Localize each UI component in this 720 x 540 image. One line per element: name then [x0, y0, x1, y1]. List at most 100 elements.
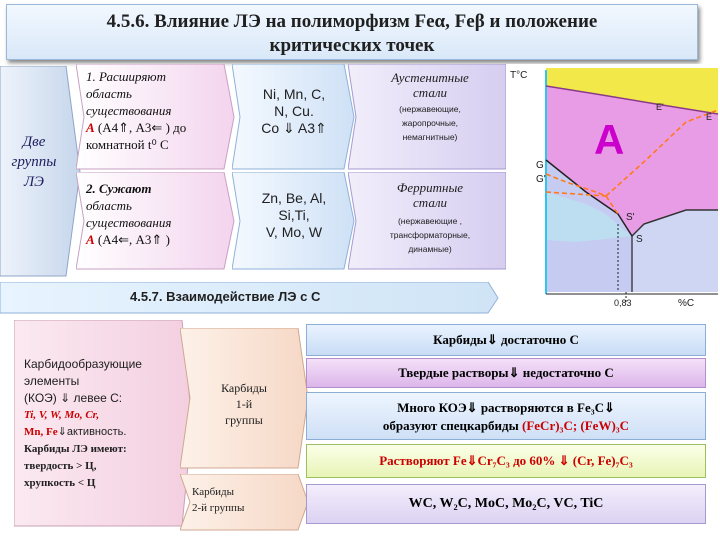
title-box: 4.5.6. Влияние ЛЭ на полиморфизм Feα, Fe… — [6, 4, 698, 60]
groups-label-line: ЛЭ — [24, 174, 44, 190]
group1-text: 1. Расширяют область существования А (А4… — [86, 68, 231, 153]
phase-diagram: T°C A E E' G G' S' S 0,83 %C — [506, 64, 720, 310]
point-et-label: E' — [656, 102, 664, 112]
solidus-line — [545, 85, 719, 115]
group2-line: (А4⇐, А3⇑ ) — [94, 232, 170, 247]
koe-line: (КОЭ) ⇓ левее С: — [24, 391, 123, 405]
group1-line: 1. Расширяют — [86, 69, 166, 84]
steel1-title: стали — [413, 85, 447, 100]
page-title-line2: критических точек — [269, 35, 435, 56]
elements1-line: Ni, Mn, C, — [262, 86, 326, 102]
steel2-text: Ферритные стали (нержавеющие , трансформ… — [360, 180, 500, 256]
group1-arrow — [76, 64, 235, 170]
steel1-desc: жаропрочные, — [401, 118, 459, 128]
bar-group2-carbides: WC, W₂C, MoC, Mo₂C, VC, TiC — [306, 484, 706, 524]
koe-line: элементы — [24, 374, 80, 388]
steel1-desc: (нержавеющие, — [399, 104, 461, 114]
bar-dissolve-text: Растворяют Fe⇓Cr₇C₃ до 60% ⇓ (Cr, Fe)₇C₃ — [379, 453, 633, 468]
group1-line: комнатной t⁰ С — [86, 137, 169, 152]
point-e-label: E — [706, 112, 712, 122]
group1-line: существования — [86, 103, 172, 118]
koe-text: Карбидообразующие элементы (КОЭ) ⇓ левее… — [24, 356, 184, 492]
carbides2-text: Карбиды 2-й группы — [192, 484, 292, 516]
line-es — [631, 209, 718, 237]
section2-title: 4.5.7. Взаимодействие ЛЭ с С — [130, 289, 321, 304]
group1-line: (А4⇑, А3⇐ ) до — [94, 120, 187, 135]
koe-line: Карбиды ЛЭ имеют: — [24, 443, 127, 455]
group2-line: 2. Сужают — [86, 181, 152, 196]
koe-line: твердость > Ц, — [24, 460, 97, 472]
speckle-region — [546, 192, 632, 242]
section2-arrow — [0, 282, 499, 314]
carbides1-line: группы — [225, 413, 263, 427]
elements1-line: N, Cu. — [274, 103, 314, 119]
steel2-desc: (нержавеющие , — [397, 216, 463, 226]
austenite-label: A — [594, 116, 624, 163]
t-axis-label: T°C — [510, 70, 527, 81]
elements2-line: Si,Ti, — [278, 207, 310, 223]
group1-line: область — [86, 86, 132, 101]
point-g2-label: G' — [536, 174, 546, 185]
elements2-arrow — [232, 172, 355, 270]
elements1-arrow — [232, 64, 355, 170]
page-title-line1: 4.5.6. Влияние ЛЭ на полиморфизм Feα, Fe… — [106, 11, 598, 32]
group2-text: 2. Сужают область существования А (А4⇐, … — [86, 180, 231, 248]
liquid-region — [546, 68, 718, 114]
koe-line: ⇓активность. — [57, 426, 127, 438]
carbides1-line: 1-й — [235, 397, 253, 411]
koe-line: Карбидообразующие — [24, 357, 142, 371]
groups-arrow — [0, 66, 81, 277]
line-gs — [545, 159, 633, 237]
bar-solid-solutions: Твердые растворы⇓ недостаточно С — [306, 358, 706, 388]
group2-line: область — [86, 198, 132, 213]
koe-elements: Ti, V, W, Mo, Cr, — [24, 409, 100, 421]
steel2-desc: динамные) — [408, 244, 452, 254]
groups-label: Две группы ЛЭ — [4, 132, 64, 192]
point-s-label: S — [636, 234, 643, 245]
bar-special-carbides-line1: Много КОЭ⇓ растворяются в Fe₃C⇓ — [397, 400, 615, 415]
bar-special-carbides-line2: образуют спецкарбиды — [382, 418, 523, 433]
elements1-line: Co ⇓ A3⇑ — [261, 120, 327, 136]
bar-group2-carbides-text: WC, W₂C, MoC, Mo₂C, VC, TiC — [408, 496, 604, 511]
point-g-label: G — [536, 160, 544, 171]
carbides1-line: Карбиды — [221, 381, 267, 395]
steel2-desc: трансформаторные, — [389, 230, 471, 240]
bar-dissolve: Растворяют Fe⇓Cr₇C₃ до 60% ⇓ (Cr, Fe)₇C₃ — [306, 444, 706, 478]
elements1-text: Ni, Mn, C, N, Cu. Co ⇓ A3⇑ — [240, 86, 348, 137]
group2-arrow — [76, 172, 235, 270]
bar-carbides-text: Карбиды⇓ достаточно С — [433, 332, 579, 347]
steel1-arrow — [348, 64, 507, 170]
carbides2-line: Карбиды — [192, 486, 235, 498]
point-st-label: S' — [626, 212, 635, 223]
steel1-desc: немагнитные) — [402, 132, 458, 142]
steel1-title: Аустенитные — [391, 70, 469, 85]
groups-label-line: группы — [11, 154, 57, 170]
carbides1-arrow — [180, 328, 309, 469]
x-tick-label: 0,83 — [614, 298, 632, 308]
steel2-title: стали — [413, 195, 447, 210]
elements2-text: Zn, Be, Al, Si,Ti, V, Mo, W — [240, 190, 348, 241]
koe-mn-fe: Mn, Fe — [24, 426, 58, 438]
austenite-letter: А — [86, 120, 95, 135]
group2-line: существования — [86, 215, 172, 230]
austenite-letter: А — [86, 232, 95, 247]
groups-label-line: Две — [22, 134, 46, 150]
elements2-line: Zn, Be, Al, — [261, 190, 327, 206]
x-unit-label: %C — [678, 298, 694, 309]
pearlite-region — [632, 210, 718, 292]
carbides2-arrow — [180, 474, 309, 531]
dashed-g-horiz — [545, 191, 607, 197]
dashed-s-shift — [605, 195, 619, 215]
steel1-text: Аустенитные стали (нержавеющие, жаропроч… — [360, 70, 500, 144]
austenite-region — [546, 86, 718, 236]
bar-solid-solutions-text: Твердые растворы⇓ недостаточно С — [398, 365, 614, 380]
elements2-line: V, Mo, W — [265, 224, 323, 240]
steel2-arrow — [348, 172, 507, 270]
steel2-title: Ферритные — [396, 180, 464, 195]
carbides2-line: 2-й группы — [192, 502, 245, 514]
dashed-gs-shift — [545, 173, 607, 197]
koe-line: хрупкость < Ц — [24, 477, 96, 489]
dashed-es-shift — [605, 109, 719, 197]
carbides1-text: Карбиды 1-й группы — [196, 380, 292, 428]
bar-carbides: Карбиды⇓ достаточно С — [306, 324, 706, 356]
